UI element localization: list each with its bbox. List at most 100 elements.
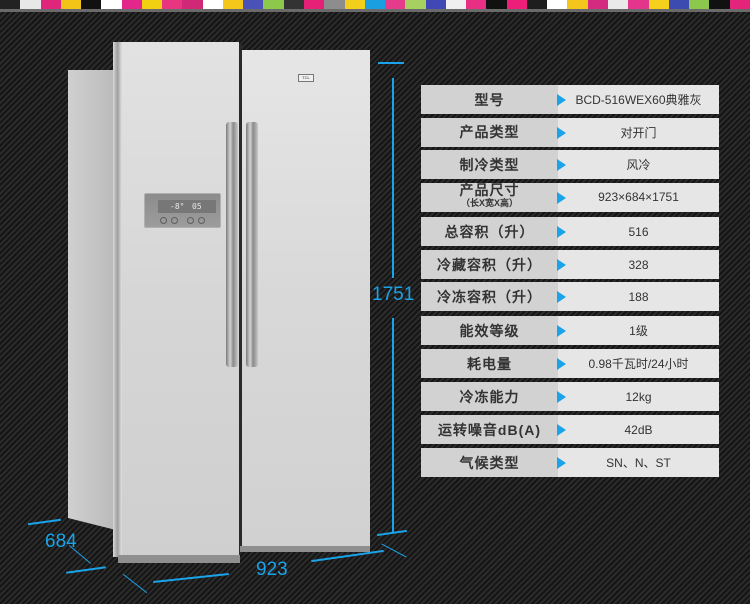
spec-value-cell: 516: [557, 217, 719, 246]
banner-stripe: [405, 0, 426, 9]
spec-value-cell: SN、N、ST: [557, 448, 719, 477]
panel-button-2: [171, 217, 178, 224]
spec-value: 对开门: [620, 125, 657, 140]
width-value: 923: [256, 559, 288, 580]
fridge-temp-readout: 05: [192, 202, 202, 211]
spec-value: 12kg: [625, 389, 652, 404]
banner-stripe: [182, 0, 203, 9]
spec-label: 冷冻能力: [421, 382, 558, 411]
height-top-tick: [378, 62, 404, 64]
banner-stripe: [303, 0, 325, 9]
arrow-right-icon: [557, 391, 566, 403]
banner-stripe: [466, 0, 487, 9]
spec-value-cell: 0.98千瓦时/24小时: [557, 349, 719, 378]
banner-stripe: [60, 0, 82, 9]
spec-label: 耗电量: [421, 349, 558, 378]
panel-button-1: [160, 217, 167, 224]
spec-row-freezer-volume: 冷冻容积（升） 188: [421, 282, 719, 311]
banner-stripe: [162, 0, 183, 9]
spec-row-total-volume: 总容积（升） 516: [421, 217, 719, 246]
banner-stripe: [506, 0, 527, 9]
spec-value-cell: 188: [557, 282, 719, 311]
arrow-right-icon: [557, 94, 566, 106]
spec-value: SN、N、ST: [606, 456, 671, 470]
banner-stripe: [709, 0, 730, 9]
banner-divider: [0, 9, 750, 12]
arrow-right-icon: [557, 126, 566, 139]
spec-label-main: 产品尺寸: [459, 182, 520, 198]
arrow-right-icon: [557, 159, 566, 171]
height-line-upper: [392, 78, 394, 278]
freezer-temp-readout: -8°: [170, 202, 185, 211]
spec-label-sub: （长X宽X高）: [460, 198, 518, 208]
fridge-base-left: [118, 555, 240, 563]
banner-stripe: [567, 0, 588, 9]
banner-stripe: [141, 0, 163, 9]
spec-value-cell: 328: [557, 250, 719, 279]
spec-value: 516: [628, 224, 649, 239]
fridge-base-right: [240, 546, 370, 552]
banner-stripe: [121, 0, 142, 9]
arrow-right-icon: [557, 291, 566, 303]
spec-value: 1级: [629, 324, 648, 338]
spec-value: 风冷: [626, 158, 651, 172]
banner-stripe: [729, 0, 750, 9]
spec-value: 0.98千瓦时/24小时: [588, 357, 689, 371]
banner-stripe: [344, 0, 365, 9]
banner-stripe: [243, 0, 264, 9]
spec-value-cell: 风冷: [557, 150, 719, 179]
spec-label: 气候类型: [421, 448, 558, 477]
banner-stripe: [385, 0, 406, 9]
spec-row-freezing-capacity: 冷冻能力 12kg: [421, 382, 719, 411]
spec-value-cell: 12kg: [557, 382, 719, 411]
spec-label: 能效等级: [421, 316, 558, 345]
banner-stripe: [40, 0, 61, 9]
banner-stripe: [668, 0, 690, 9]
banner-stripe: [526, 0, 548, 9]
fridge-side-panel: [68, 70, 120, 530]
panel-button-3: [187, 217, 194, 224]
banner-stripe: [486, 0, 507, 9]
banner-stripe: [547, 0, 568, 9]
spec-value: BCD-516WEX60典雅灰: [575, 93, 702, 107]
arrow-right-icon: [557, 424, 566, 436]
arrow-right-icon: [557, 191, 566, 204]
spec-row-climate-type: 气候类型 SN、N、ST: [421, 448, 719, 477]
arrow-right-icon: [557, 325, 566, 337]
banner-stripe: [263, 0, 284, 9]
arrow-right-icon: [557, 226, 566, 238]
banner-stripe: [425, 0, 446, 9]
spec-value-cell: 对开门: [557, 117, 719, 147]
spec-label: 冷藏容积（升）: [421, 250, 558, 279]
depth-value: 684: [45, 531, 77, 552]
banner-stripe: [364, 0, 386, 9]
brand-logo: TCL: [298, 74, 314, 82]
banner-stripe: [20, 0, 41, 9]
fridge-left-door: [122, 42, 239, 557]
spec-label: 总容积（升）: [421, 217, 558, 246]
spec-row-energy-rating: 能效等级 1级: [421, 316, 719, 345]
spec-value-cell: 42dB: [557, 415, 719, 444]
spec-value-cell: BCD-516WEX60典雅灰: [557, 85, 719, 114]
temperature-display: -8° 05: [158, 200, 216, 213]
banner-stripe: [587, 0, 608, 9]
banner-stripe: [628, 0, 649, 9]
spec-label: 冷冻容积（升）: [421, 282, 558, 311]
banner-stripe: [283, 0, 304, 9]
spec-row-model: 型号 BCD-516WEX60典雅灰: [421, 85, 719, 114]
banner-stripe: [324, 0, 345, 9]
banner-stripe: [648, 0, 669, 9]
spec-value: 923×684×1751: [598, 190, 679, 204]
spec-row-noise: 运转噪音dB(A) 42dB: [421, 415, 719, 444]
height-line-lower: [392, 318, 394, 533]
spec-row-product-type: 产品类型 对开门: [421, 117, 719, 147]
control-panel: -8° 05: [144, 193, 221, 228]
arrow-right-icon: [557, 457, 566, 469]
banner-stripe: [607, 0, 629, 9]
spec-label: 型号: [421, 85, 558, 114]
spec-value-cell: 923×684×1751: [557, 182, 719, 212]
panel-button-4: [198, 217, 205, 224]
arrow-right-icon: [557, 358, 566, 370]
spec-label: 产品尺寸 （长X宽X高）: [421, 182, 558, 212]
arrow-right-icon: [557, 259, 566, 271]
